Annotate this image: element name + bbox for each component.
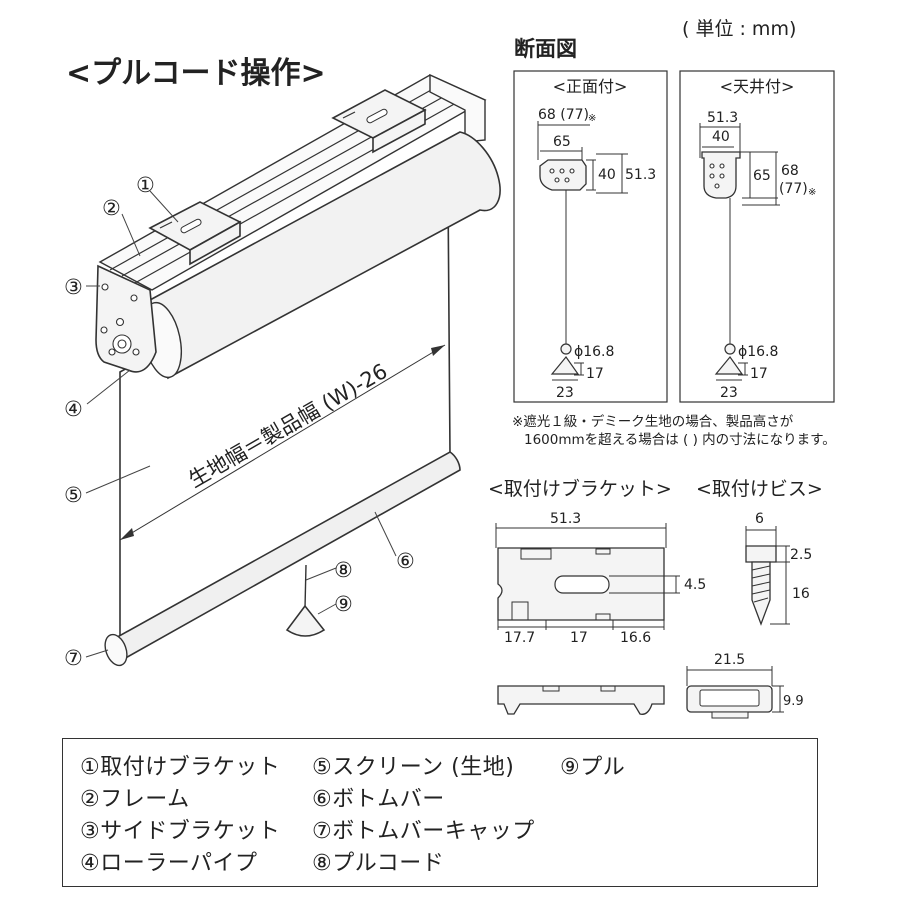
section-title: 断面図 (514, 37, 577, 61)
callout-4: ④ (64, 397, 83, 421)
callout-1: ① (136, 173, 155, 197)
bracket-hole (132, 348, 140, 356)
leader-5 (85, 465, 151, 494)
callout-3: ③ (64, 275, 83, 299)
leader-1 (149, 190, 179, 223)
front-bracket-shape (539, 159, 587, 191)
main-title: <プルコード操作> (66, 56, 326, 91)
front-mount-box (513, 70, 668, 403)
roller-blind-illustration: 生地幅＝製品幅 (W)-26 ① ② ③ ④ ⑤ ⑥ ⑦ ⑧ ⑨ (64, 73, 501, 670)
note-line-2: 1600mmを超える場合は ( ) 内の寸法になります。 (524, 432, 836, 448)
bracket-dim-b1: 17.7 (504, 630, 535, 646)
bracket-side-view (497, 685, 665, 715)
bottom-bar-cap (104, 633, 128, 667)
legend-item-5: ⑤スクリーン (生地) (312, 755, 515, 780)
pull-cord (304, 564, 307, 609)
screw-label: <取付けビス> (696, 478, 823, 500)
legend-item-6: ⑥ボトムバー (312, 787, 445, 812)
callout-5: ⑤ (64, 483, 83, 507)
bracket-hole (115, 317, 125, 327)
ceiling-dim-pull-w: 23 (720, 385, 738, 401)
width-arrow-left (120, 528, 134, 540)
ceiling-mount-box (679, 70, 835, 403)
front-mount-section: 68 (77) ※ 65 40 51.3 ϕ16.8 17 23 (537, 107, 656, 401)
bracket-label: <取付けブラケット> (488, 477, 672, 500)
mounting-bracket-front (148, 201, 242, 266)
bracket-center-inner (117, 339, 127, 349)
roller-pipe (149, 131, 501, 380)
cap-dim-width: 21.5 (714, 652, 745, 668)
front-dim-height-large: 51.3 (625, 167, 656, 183)
leader-6 (374, 511, 397, 557)
leader-8 (305, 567, 337, 581)
leader-4 (86, 369, 131, 405)
bracket-dim-width: 51.3 (550, 511, 581, 527)
ceiling-dim-top2: 40 (712, 129, 730, 145)
callout-6: ⑥ (396, 549, 415, 573)
callout-2: ② (102, 196, 121, 220)
ceiling-dim-height-side: 68 (781, 163, 799, 179)
front-dim-pull-w: 23 (556, 385, 574, 401)
leader-7 (85, 649, 109, 658)
legend-item-8: ⑧プルコード (312, 851, 445, 876)
front-dim-width: 65 (553, 134, 571, 150)
cap-drawing: 21.5 9.9 (686, 652, 804, 719)
callout-9: ⑨ (334, 592, 353, 616)
legend-item-4: ④ローラーパイプ (80, 851, 258, 876)
width-dim-line (119, 344, 446, 541)
legend-item-7: ⑦ボトムバーキャップ (312, 819, 535, 844)
front-dim-height-small: 40 (598, 167, 616, 183)
front-dim-top-overall: 68 (77) (538, 107, 589, 123)
legend-item-2: ②フレーム (80, 787, 190, 812)
front-dim-pull-dia: ϕ16.8 (574, 344, 614, 360)
ceiling-dim-height-side2: (77) (779, 181, 808, 197)
width-arrow-right (431, 345, 445, 356)
legend-item-9: ⑨プル (560, 755, 626, 780)
note-line-1: ※遮光１級・デミーク生地の場合、製品高さが (512, 413, 794, 430)
ceiling-mount-label: <天井付> (720, 77, 795, 96)
front-dim-pull-h: 17 (586, 366, 604, 382)
bracket-hole (130, 294, 138, 302)
legend-box: ①取付けブラケット ②フレーム ③サイドブラケット ④ローラーパイプ ⑤スクリー… (62, 738, 818, 887)
ceiling-dim-pull-dia: ϕ16.8 (738, 344, 778, 360)
bracket-dim-b3: 16.6 (620, 630, 651, 646)
leader-2 (121, 213, 141, 257)
mounting-bracket-back (331, 89, 427, 154)
screw-dim-length: 16 (792, 586, 810, 602)
pull (285, 604, 326, 637)
ceiling-dim-note: ※ (808, 187, 816, 198)
screw-dim-head: 6 (755, 511, 764, 527)
cap-dim-height: 9.9 (783, 694, 804, 709)
ceiling-dim-pull-h: 17 (750, 366, 768, 382)
ceiling-dim-top1: 51.3 (707, 110, 738, 126)
bracket-dim-b2: 17 (570, 630, 588, 646)
callout-8: ⑧ (334, 558, 353, 582)
ceiling-dim-height-mid: 65 (753, 168, 771, 184)
bracket-hole (101, 283, 109, 291)
legend-item-1: ①取付けブラケット (80, 755, 281, 780)
screw-drawing: 6 2.5 16 (745, 511, 812, 626)
side-bracket (95, 264, 157, 373)
callout-7: ⑦ (64, 646, 83, 670)
front-dim-note: ※ (588, 113, 596, 124)
bottom-bar (110, 451, 461, 662)
ceiling-mount-section: 51.3 40 65 68 (77) ※ ϕ16.8 17 23 (699, 110, 816, 401)
screw-dim-head-h: 2.5 (790, 547, 812, 563)
bracket-hole (108, 348, 116, 356)
legend-item-3: ③サイドブラケット (80, 819, 281, 844)
bracket-top-view: 51.3 4.5 17.7 17 16.6 (495, 511, 706, 646)
front-mount-label: <正面付> (553, 77, 628, 96)
unit-label: ( 単位 : mm) (682, 18, 797, 40)
leader-9 (317, 603, 337, 615)
bracket-hole (100, 326, 108, 334)
bracket-dim-slot: 4.5 (684, 577, 706, 593)
